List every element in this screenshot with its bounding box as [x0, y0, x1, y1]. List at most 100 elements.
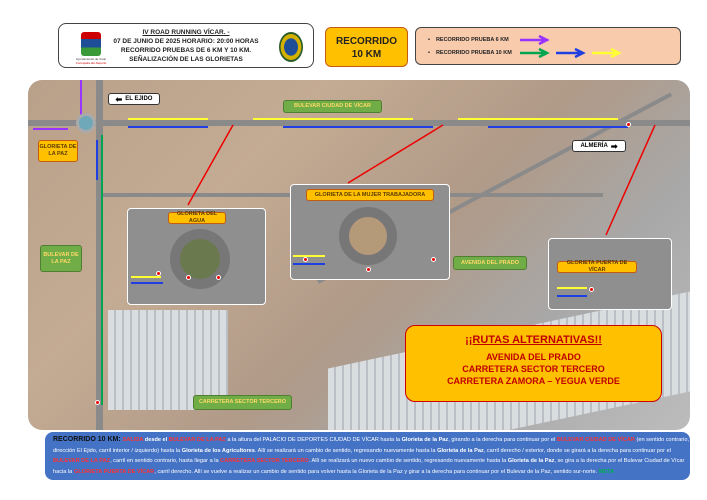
direction-almeria: ALMERÍA➡ [572, 140, 626, 152]
legend-item-6km: •RECORRIDO PRUEBA 6 KM [428, 35, 550, 45]
route-line-blue [293, 263, 325, 265]
right-arrow-icon: ➡ [610, 141, 618, 151]
text: desde el [143, 437, 169, 443]
description-line-3: BULEVAR DE LA PAZ, carril en sentido con… [53, 456, 685, 467]
label-text: EL EJIDO [125, 95, 153, 102]
turn-point [156, 271, 161, 276]
text: Glorieta de la Paz [507, 458, 555, 464]
town-crest-logo [81, 32, 101, 56]
inset-glorieta-agua: GLORIETA DEL AGUA [127, 208, 266, 305]
route-line-yellow [293, 255, 325, 257]
roundabout [339, 207, 397, 265]
text: Glorieta de la Paz [437, 447, 484, 454]
badge-line-1: RECORRIDO [335, 36, 398, 47]
turn-point [216, 275, 221, 280]
route-line-blue [283, 126, 433, 128]
description-line-4: hacia la GLORIETA PUERTA DE VÍCAR, carri… [53, 467, 682, 478]
route-line-purple [80, 80, 82, 120]
turn-point [366, 267, 371, 272]
text: CARRETERA SECTOR TERCERO [220, 458, 309, 464]
route-badge: RECORRIDO 10 KM [325, 27, 408, 67]
route-line-yellow [458, 118, 618, 120]
inset-glorieta-puerta: GLORIETA PUERTA DE VÍCAR [548, 238, 672, 310]
legend-label: RECORRIDO PRUEBA 6 KM [435, 37, 509, 43]
route-description: RECORRIDO 10 KM: SALIDA desde el BULEVAR… [45, 432, 690, 480]
roundabout-paz [76, 113, 96, 133]
alternative-route: AVENIDA DEL PRADO [486, 352, 581, 362]
route-line-blue [557, 295, 587, 297]
legend-label: RECORRIDO PRUEBA 10 KM [435, 50, 512, 56]
yellow-arrow-icon [591, 48, 622, 58]
description-line-1: RECORRIDO 10 KM: SALIDA desde el BULEVAR… [53, 435, 689, 446]
title-line-2: 07 DE JUNIO DE 2025 HORARIO: 20:00 HORAS [113, 38, 259, 45]
label-text: ALMERÍA [580, 142, 608, 149]
aerial-map: ⬅EL EJIDO BULEVAR CIUDAD DE VÍCAR GLORIE… [28, 80, 690, 430]
turn-point [431, 257, 436, 262]
inset-title: GLORIETA DEL AGUA [168, 211, 226, 224]
route-line-yellow [557, 287, 587, 289]
purple-arrow-icon [519, 35, 550, 45]
logo-text: Ayuntamiento de Vícar [75, 57, 107, 61]
text: GLORIETA PUERTA DE VÍCAR [73, 468, 155, 475]
text: BULEVAR DE LA PAZ [53, 458, 111, 464]
text: Glorieta de la Paz [401, 437, 449, 443]
event-title: IV ROAD RUNNING VÍCAR. - 07 DE JUNIO DE … [104, 28, 268, 64]
text: dirección El Ejido, carril interior / iz… [53, 447, 182, 454]
route-line-purple [33, 128, 68, 130]
description-line-2: dirección El Ejido, carril interior / iz… [53, 446, 682, 457]
text: Glorieta de los Agricultores [181, 447, 255, 454]
route-line-green [101, 135, 103, 405]
text: . Allí se realizará un nuevo cambio de s… [308, 458, 508, 464]
text: , girando a la derecha para continuar po… [448, 437, 557, 443]
greenhouses [108, 310, 228, 410]
text: , carril en sentido contrario, hasta lle… [110, 458, 221, 464]
text: SALIDA [122, 437, 144, 443]
route-line-blue [96, 140, 98, 180]
inset-glorieta-mujer: GLORIETA DE LA MUJER TRABAJADORA [290, 184, 450, 280]
text: , se gira a la derecha por el Bulevar Ci… [554, 458, 685, 464]
alternative-routes-box: ¡¡RUTAS ALTERNATIVAS!! AVENIDA DEL PRADO… [405, 325, 662, 402]
title-line-3: RECORRIDO PRUEBAS DE 6 KM Y 10 KM. [120, 47, 252, 54]
left-arrow-icon: ⬅ [115, 94, 123, 104]
roundabout [170, 229, 230, 289]
text: BULEVAR CIUDAD DE VÍCAR [556, 437, 635, 443]
legend: •RECORRIDO PRUEBA 6 KM •RECORRIDO PRUEBA… [415, 27, 681, 65]
legend-item-10km: •RECORRIDO PRUEBA 10 KM [428, 48, 622, 58]
text: . Allí se realizará un cambio de sentido… [254, 447, 438, 454]
blue-arrow-icon [555, 48, 586, 58]
turn-point [589, 287, 594, 292]
text: a la altura del PALACIO DE DEPORTES CIUD… [225, 437, 402, 443]
turn-point [95, 400, 100, 405]
label-glorieta-paz: GLORIETA DE LA PAZ [38, 140, 78, 162]
text: hacia la [53, 468, 74, 475]
badge-line-2: 10 KM [351, 49, 382, 60]
alternatives-title: ¡¡RUTAS ALTERNATIVAS!! [465, 334, 602, 346]
road-bulevar-ciudad [28, 120, 690, 126]
title-line-4: SEÑALIZACIÓN DE LAS GLORIETAS [129, 56, 243, 63]
direction-el-ejido: ⬅EL EJIDO [108, 93, 160, 105]
police-badge-logo [279, 32, 303, 62]
text: (en sentido contrario, [634, 437, 690, 443]
label-avenida-prado: AVENIDA DEL PRADO [453, 256, 527, 270]
logo-subtext: Concejalía del Deporte [75, 61, 107, 65]
route-line-blue [131, 282, 163, 284]
text: , carril derecho / exterior, donde se gi… [483, 447, 671, 454]
route-line-yellow [131, 276, 161, 278]
route-line-yellow [253, 118, 413, 120]
text: BULEVAR DE LA PAZ [168, 437, 226, 443]
turn-point [186, 275, 191, 280]
label-bulevar-ciudad: BULEVAR CIUDAD DE VÍCAR [283, 100, 382, 113]
route-line-blue [488, 126, 628, 128]
title-box: Ayuntamiento de Vícar Concejalía del Dep… [58, 23, 314, 68]
alternative-route: CARRETERA ZAMORA – YEGUA VERDE [447, 376, 620, 386]
route-line-yellow [128, 118, 208, 120]
inset-title: GLORIETA DE LA MUJER TRABAJADORA [306, 189, 434, 201]
label-carretera-sector: CARRETERA SECTOR TERCERO [193, 395, 292, 410]
green-arrow-icon [519, 48, 550, 58]
title-line-1: IV ROAD RUNNING VÍCAR. - [142, 29, 230, 36]
road-bulevar-paz [96, 80, 103, 430]
text: RECORRIDO 10 KM: [53, 436, 123, 443]
text: META [598, 468, 615, 475]
turn-point [626, 122, 631, 127]
label-bulevar-paz: BULEVAR DE LA PAZ [40, 245, 82, 272]
